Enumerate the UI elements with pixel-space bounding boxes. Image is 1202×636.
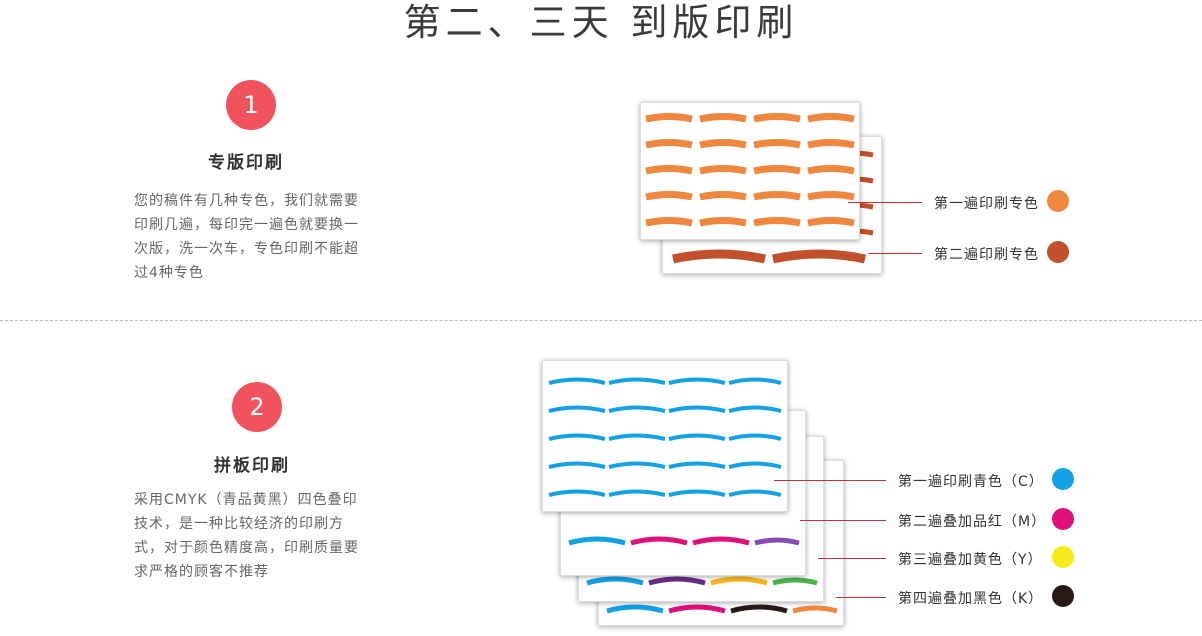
orange-color-dot [1047,190,1069,212]
spot-sheet-first-pass [640,102,860,240]
black-color-dot [1052,585,1074,607]
cyan-color-dot [1052,468,1074,490]
step-2-description: 采用CMYK（青品黄黑）四色叠印技术，是一种比较经济的印刷方式，对于颜色精度高，… [134,492,359,580]
cmyk-pass-m: 第二遍叠加品红（M） [800,508,1076,534]
step-1-heading: 专版印刷 [208,153,284,173]
cup-pattern-k [606,604,838,614]
pass-label: 第一遍印刷青色（C） [898,474,1044,490]
pointer-line [818,558,886,559]
magenta-color-dot [1052,508,1074,530]
dark-orange-color-dot [1047,241,1069,263]
cup-pattern-c [548,377,782,497]
cmyk-pass-c: 第一遍印刷青色（C） [774,468,1076,494]
page-title: 第二、三天 到版印刷 [403,1,799,44]
pass-label: 第二遍印刷专色 [934,247,1039,263]
cup-pattern-y [586,576,818,586]
pass-label: 第一遍印刷专色 [934,196,1039,212]
cmyk-pass-y: 第三遍叠加黄色（Y） [818,546,1076,572]
pass-label: 第四遍叠加黑色（K） [898,591,1044,607]
pointer-line [774,480,886,481]
cup-fan-pattern-orange [645,113,855,227]
spot-pass-2: 第二遍印刷专色 [868,241,1073,267]
cmyk-sheet-1 [542,360,788,512]
pointer-line [868,253,922,254]
yellow-color-dot [1052,546,1074,568]
pointer-line [800,520,886,521]
step-1-description: 您的稿件有几种专色，我们就需要印刷几遍，每印完一遍色就要换一次版，洗一次车，专色… [134,193,359,281]
section-divider [0,320,1202,321]
step-1-badge: 1 [226,80,276,130]
cup-pattern-m [568,536,800,546]
cmyk-pass-k: 第四遍叠加黑色（K） [836,585,1076,611]
step-2-heading: 拼板印刷 [214,456,290,476]
pass-label: 第二遍叠加品红（M） [898,514,1047,530]
pass-label: 第三遍叠加黄色（Y） [898,552,1043,568]
pointer-line [836,597,886,598]
spot-pass-1: 第一遍印刷专色 [848,190,1073,216]
pointer-line [848,202,922,203]
step-2-badge: 2 [232,382,282,432]
